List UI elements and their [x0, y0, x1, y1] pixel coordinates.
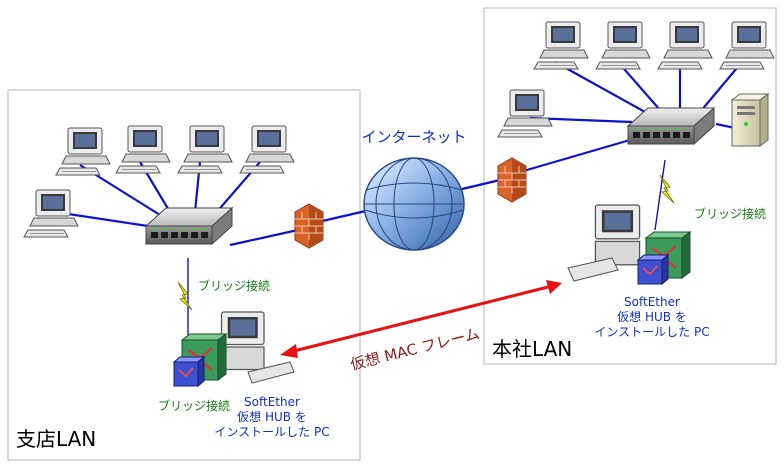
hq-softether-icon — [637, 231, 691, 285]
branch-softether-pc — [173, 311, 295, 387]
hq-softether-pc — [567, 204, 691, 285]
hq-pc-caption-line-1: SoftEther — [624, 295, 680, 309]
branch-bridge-label-bottom: ブリッジ接続 — [158, 398, 230, 413]
virtual-frame-arrow — [280, 280, 562, 358]
internet-globe-icon — [363, 157, 465, 251]
branch-lan-title: 支店LAN — [16, 427, 96, 451]
branch-bridge-label-top: ブリッジ接続 — [198, 278, 270, 293]
branch-lan-boundary — [7, 89, 361, 461]
hq-pc-caption-line-2: 仮想 HUB を — [617, 309, 687, 324]
branch-pc-caption-line-1: SoftEther — [244, 395, 300, 409]
hq-bridge-label: ブリッジ接続 — [694, 206, 766, 221]
hq-lan-title: 本社LAN — [492, 337, 572, 361]
branch-firewall-icon — [294, 203, 324, 249]
branch-pc-caption-line-2: 仮想 HUB を — [237, 409, 307, 424]
branch-softether-icon — [173, 333, 227, 387]
hq-pc-caption-line-3: インストールした PC — [594, 325, 709, 339]
hq-firewall-icon — [497, 157, 527, 203]
internet-label: インターネット — [361, 128, 466, 146]
hq-server-icon — [730, 93, 770, 147]
branch-pc-caption-line-3: インストールした PC — [214, 425, 329, 439]
